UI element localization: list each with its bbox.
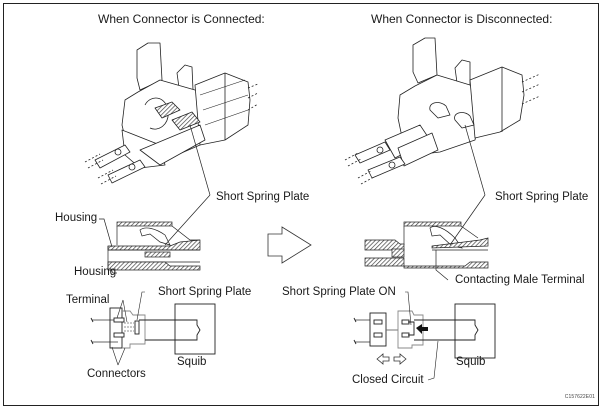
squib-label: Squib xyxy=(177,356,207,368)
housing-upper-label: Housing xyxy=(55,212,98,224)
right-arrow-icon xyxy=(267,226,312,264)
leader-line xyxy=(109,267,117,274)
leader-line xyxy=(449,194,486,246)
leader-line xyxy=(189,124,211,196)
leader-line xyxy=(99,218,113,248)
disconnected-title: When Connector is Disconnected: xyxy=(371,12,553,26)
leader-line xyxy=(464,124,486,196)
connected-title: When Connector is Connected: xyxy=(98,12,265,26)
leader-line xyxy=(427,340,439,381)
closed-circuit-label: Closed Circuit xyxy=(352,374,424,386)
leader-line xyxy=(435,250,449,281)
leader-line xyxy=(405,291,412,326)
leader-line xyxy=(116,299,128,323)
short-spring-plate-on-label: Short Spring Plate ON xyxy=(282,286,396,298)
figure-frame xyxy=(3,3,599,406)
squib-box xyxy=(174,303,216,355)
terminal-label: Terminal xyxy=(66,294,110,306)
short-spring-plate-circuit-label: Short Spring Plate xyxy=(158,286,252,298)
connector-movement-arrows-icon xyxy=(376,353,407,365)
squib-label-right: Squib xyxy=(456,356,486,368)
connected-section-view xyxy=(107,221,201,271)
squib-box xyxy=(454,303,496,359)
disconnected-connector-illustration xyxy=(344,37,541,185)
short-spring-plate-label: Short Spring Plate xyxy=(216,191,310,203)
connectors-label: Connectors xyxy=(87,368,146,380)
leader-line xyxy=(111,346,126,366)
housing-lower-label: Housing xyxy=(74,266,117,278)
short-spring-plate-label-right: Short Spring Plate xyxy=(495,191,589,203)
leader-line xyxy=(164,194,211,246)
figure-code: C157622E01 xyxy=(564,394,595,400)
contact-arrow-icon xyxy=(416,324,428,334)
disconnected-circuit-schematic xyxy=(353,303,496,359)
connected-circuit-schematic xyxy=(90,303,216,355)
disconnected-section-view xyxy=(364,221,489,269)
leader-line xyxy=(136,291,145,321)
contacting-male-terminal-label: Contacting Male Terminal xyxy=(455,274,585,286)
connected-connector-illustration xyxy=(84,42,259,185)
